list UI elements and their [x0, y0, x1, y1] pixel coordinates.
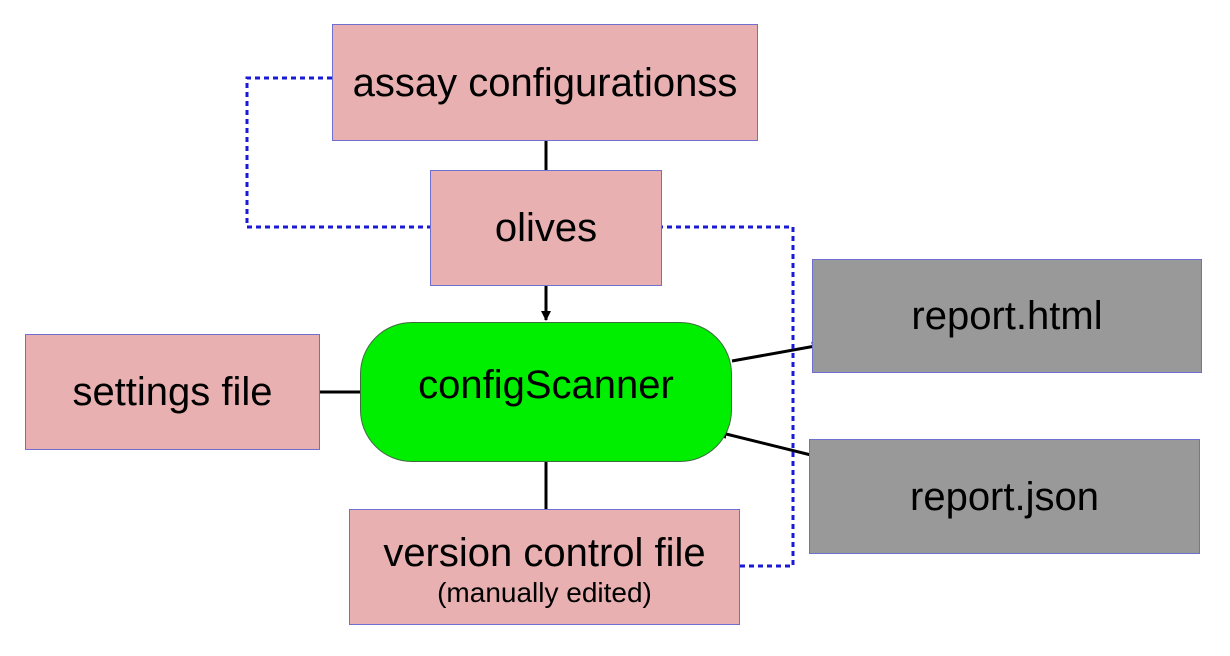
config-scanner-label: configScanner [418, 363, 674, 407]
report-json-label: report.json [910, 474, 1099, 519]
config-scanner-node: configScanner [360, 322, 732, 462]
settings-file-label: settings file [72, 370, 273, 414]
olives-node: olives [430, 170, 662, 286]
version-control-file-label: version control file [383, 530, 706, 575]
settings-file-node: settings file [25, 334, 320, 450]
olives-label: olives [494, 206, 598, 250]
edge-scanner-report-json [717, 429, 820, 460]
report-json-node: report.json [809, 439, 1200, 554]
assay-configurations-label: assay configurationss [352, 60, 738, 105]
report-html-node: report.html [812, 259, 1202, 373]
assay-configurations-node: assay configurationss [332, 24, 758, 141]
version-control-file-node: version control file (manually edited) [349, 509, 740, 625]
version-control-file-note: (manually edited) [437, 576, 652, 608]
edge-scanner-to-report-html [731, 341, 822, 363]
report-html-label: report.html [911, 294, 1103, 338]
